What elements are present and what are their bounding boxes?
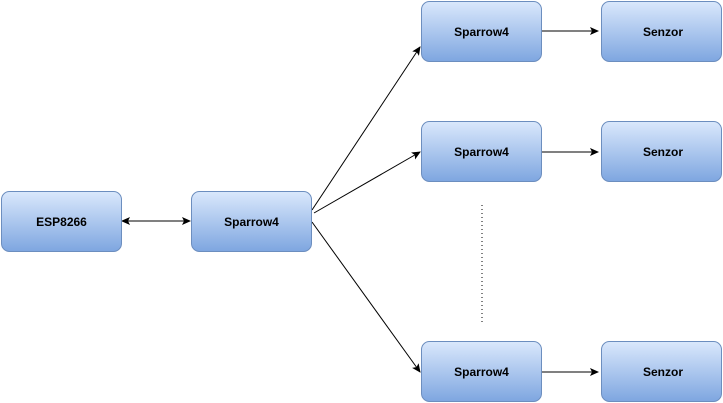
node-sparrow4-bottom-label: Sparrow4 bbox=[454, 365, 509, 379]
node-senzor-mid-label: Senzor bbox=[643, 145, 683, 159]
edge-hub-sparrow-mid bbox=[313, 151, 421, 214]
node-sparrow4-mid[interactable]: Sparrow4 bbox=[421, 121, 542, 182]
node-senzor-top-label: Senzor bbox=[643, 25, 683, 39]
node-senzor-mid[interactable]: Senzor bbox=[601, 121, 722, 182]
node-sparrow4-mid-label: Sparrow4 bbox=[454, 145, 509, 159]
node-esp8266[interactable]: ESP8266 bbox=[1, 191, 122, 252]
node-sparrow4-top[interactable]: Sparrow4 bbox=[421, 1, 542, 62]
node-sparrow4-hub-label: Sparrow4 bbox=[224, 215, 279, 229]
node-senzor-bottom[interactable]: Senzor bbox=[601, 341, 722, 402]
node-senzor-top[interactable]: Senzor bbox=[601, 1, 722, 62]
node-sparrow4-top-label: Sparrow4 bbox=[454, 25, 509, 39]
edge-hub-sparrow-bottom bbox=[311, 221, 421, 373]
node-sparrow4-hub[interactable]: Sparrow4 bbox=[191, 191, 312, 252]
node-sparrow4-bottom[interactable]: Sparrow4 bbox=[421, 341, 542, 402]
edge-hub-sparrow-top bbox=[311, 46, 421, 211]
node-esp8266-label: ESP8266 bbox=[36, 215, 87, 229]
node-senzor-bottom-label: Senzor bbox=[643, 365, 683, 379]
